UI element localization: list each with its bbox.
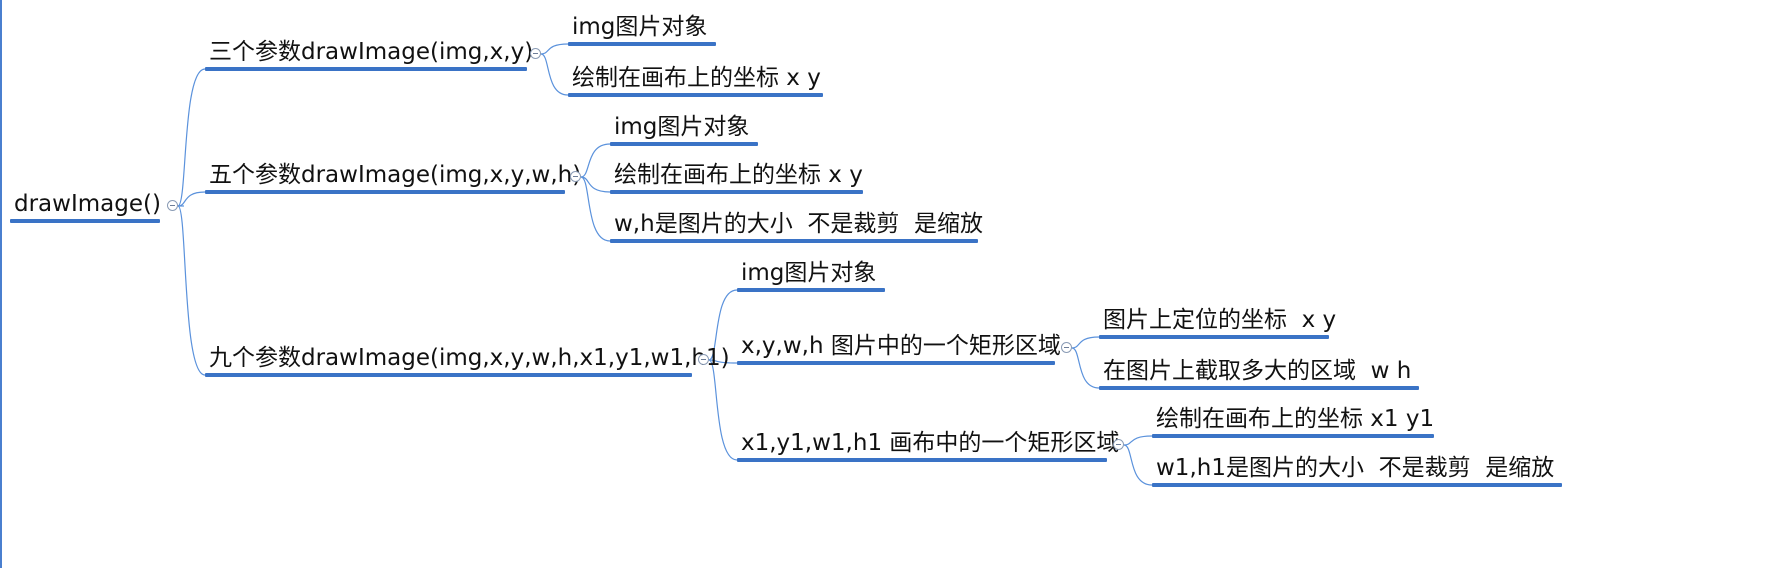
leaf-node-underline — [568, 42, 716, 46]
collapse-toggle-icon[interactable] — [530, 48, 541, 59]
branch-five-params-underline — [205, 190, 565, 194]
branch-three-params-underline — [205, 67, 527, 71]
collapse-toggle-icon[interactable] — [698, 354, 709, 365]
branch-nine-params-label: 九个参数drawImage(img,x,y,w,h,x1,y1,w1,h1) — [209, 345, 730, 371]
leaf-node-label: img图片对象 — [741, 260, 877, 286]
leaf-node-underline — [610, 142, 758, 146]
branch-connector-line — [708, 289, 738, 361]
leaf-node-underline — [1152, 483, 1562, 487]
branch-connector-line — [1123, 444, 1153, 486]
leaf-node-label: 图片上定位的坐标 x y — [1103, 307, 1337, 333]
branch-connector-line — [1071, 336, 1100, 349]
branch-connector-line — [580, 176, 611, 242]
leaf-node-label: w,h是图片的大小 不是裁剪 是缩放 — [614, 211, 983, 237]
subbranch-source-rect-label: x,y,w,h 图片中的一个矩形区域 — [741, 333, 1061, 359]
leaf-node-underline — [1099, 335, 1329, 339]
leaf-node-underline — [1099, 386, 1419, 390]
leaf-node-label: img图片对象 — [614, 114, 750, 140]
branch-connector-line — [1071, 347, 1100, 389]
branch-connector-line — [540, 53, 569, 96]
leaf-node-label: img图片对象 — [572, 14, 708, 40]
subbranch-dest-rect-label: x1,y1,w1,h1 画布中的一个矩形区域 — [741, 430, 1120, 456]
branch-connector-line — [708, 359, 738, 461]
leaf-node-underline — [610, 190, 863, 194]
branch-three-params-label: 三个参数drawImage(img,x,y) — [209, 39, 534, 65]
leaf-node-label: 在图片上截取多大的区域 w h — [1103, 358, 1412, 384]
collapse-toggle-icon[interactable] — [1113, 439, 1124, 450]
branch-connector-line — [177, 68, 206, 207]
left-edge-divider — [0, 0, 2, 568]
leaf-node-label: 绘制在画布上的坐标 x y — [614, 162, 863, 188]
leaf-node-label: 绘制在画布上的坐标 x y — [572, 65, 821, 91]
subbranch-source-rect-underline — [737, 361, 1055, 365]
leaf-node-label: w1,h1是图片的大小 不是裁剪 是缩放 — [1156, 455, 1555, 481]
collapse-toggle-icon[interactable] — [167, 200, 178, 211]
root-node-underline — [10, 219, 160, 223]
leaf-node-underline — [737, 288, 885, 292]
branch-connector-line — [580, 143, 611, 178]
branch-connector-line — [1123, 435, 1153, 446]
branch-five-params-label: 五个参数drawImage(img,x,y,w,h) — [209, 162, 582, 188]
leaf-node-underline — [610, 239, 978, 243]
branch-nine-params-underline — [205, 373, 692, 377]
collapse-toggle-icon[interactable] — [570, 171, 581, 182]
subbranch-dest-rect-underline — [737, 458, 1107, 462]
leaf-node-underline — [1152, 434, 1434, 438]
branch-connector-line — [177, 205, 206, 376]
leaf-node-underline — [568, 93, 823, 97]
leaf-node-label: 绘制在画布上的坐标 x1 y1 — [1156, 406, 1435, 432]
branch-connector-line — [708, 359, 738, 364]
root-node-label: drawImage() — [14, 191, 161, 217]
collapse-toggle-icon[interactable] — [1061, 342, 1072, 353]
branch-connector-line — [540, 43, 569, 55]
